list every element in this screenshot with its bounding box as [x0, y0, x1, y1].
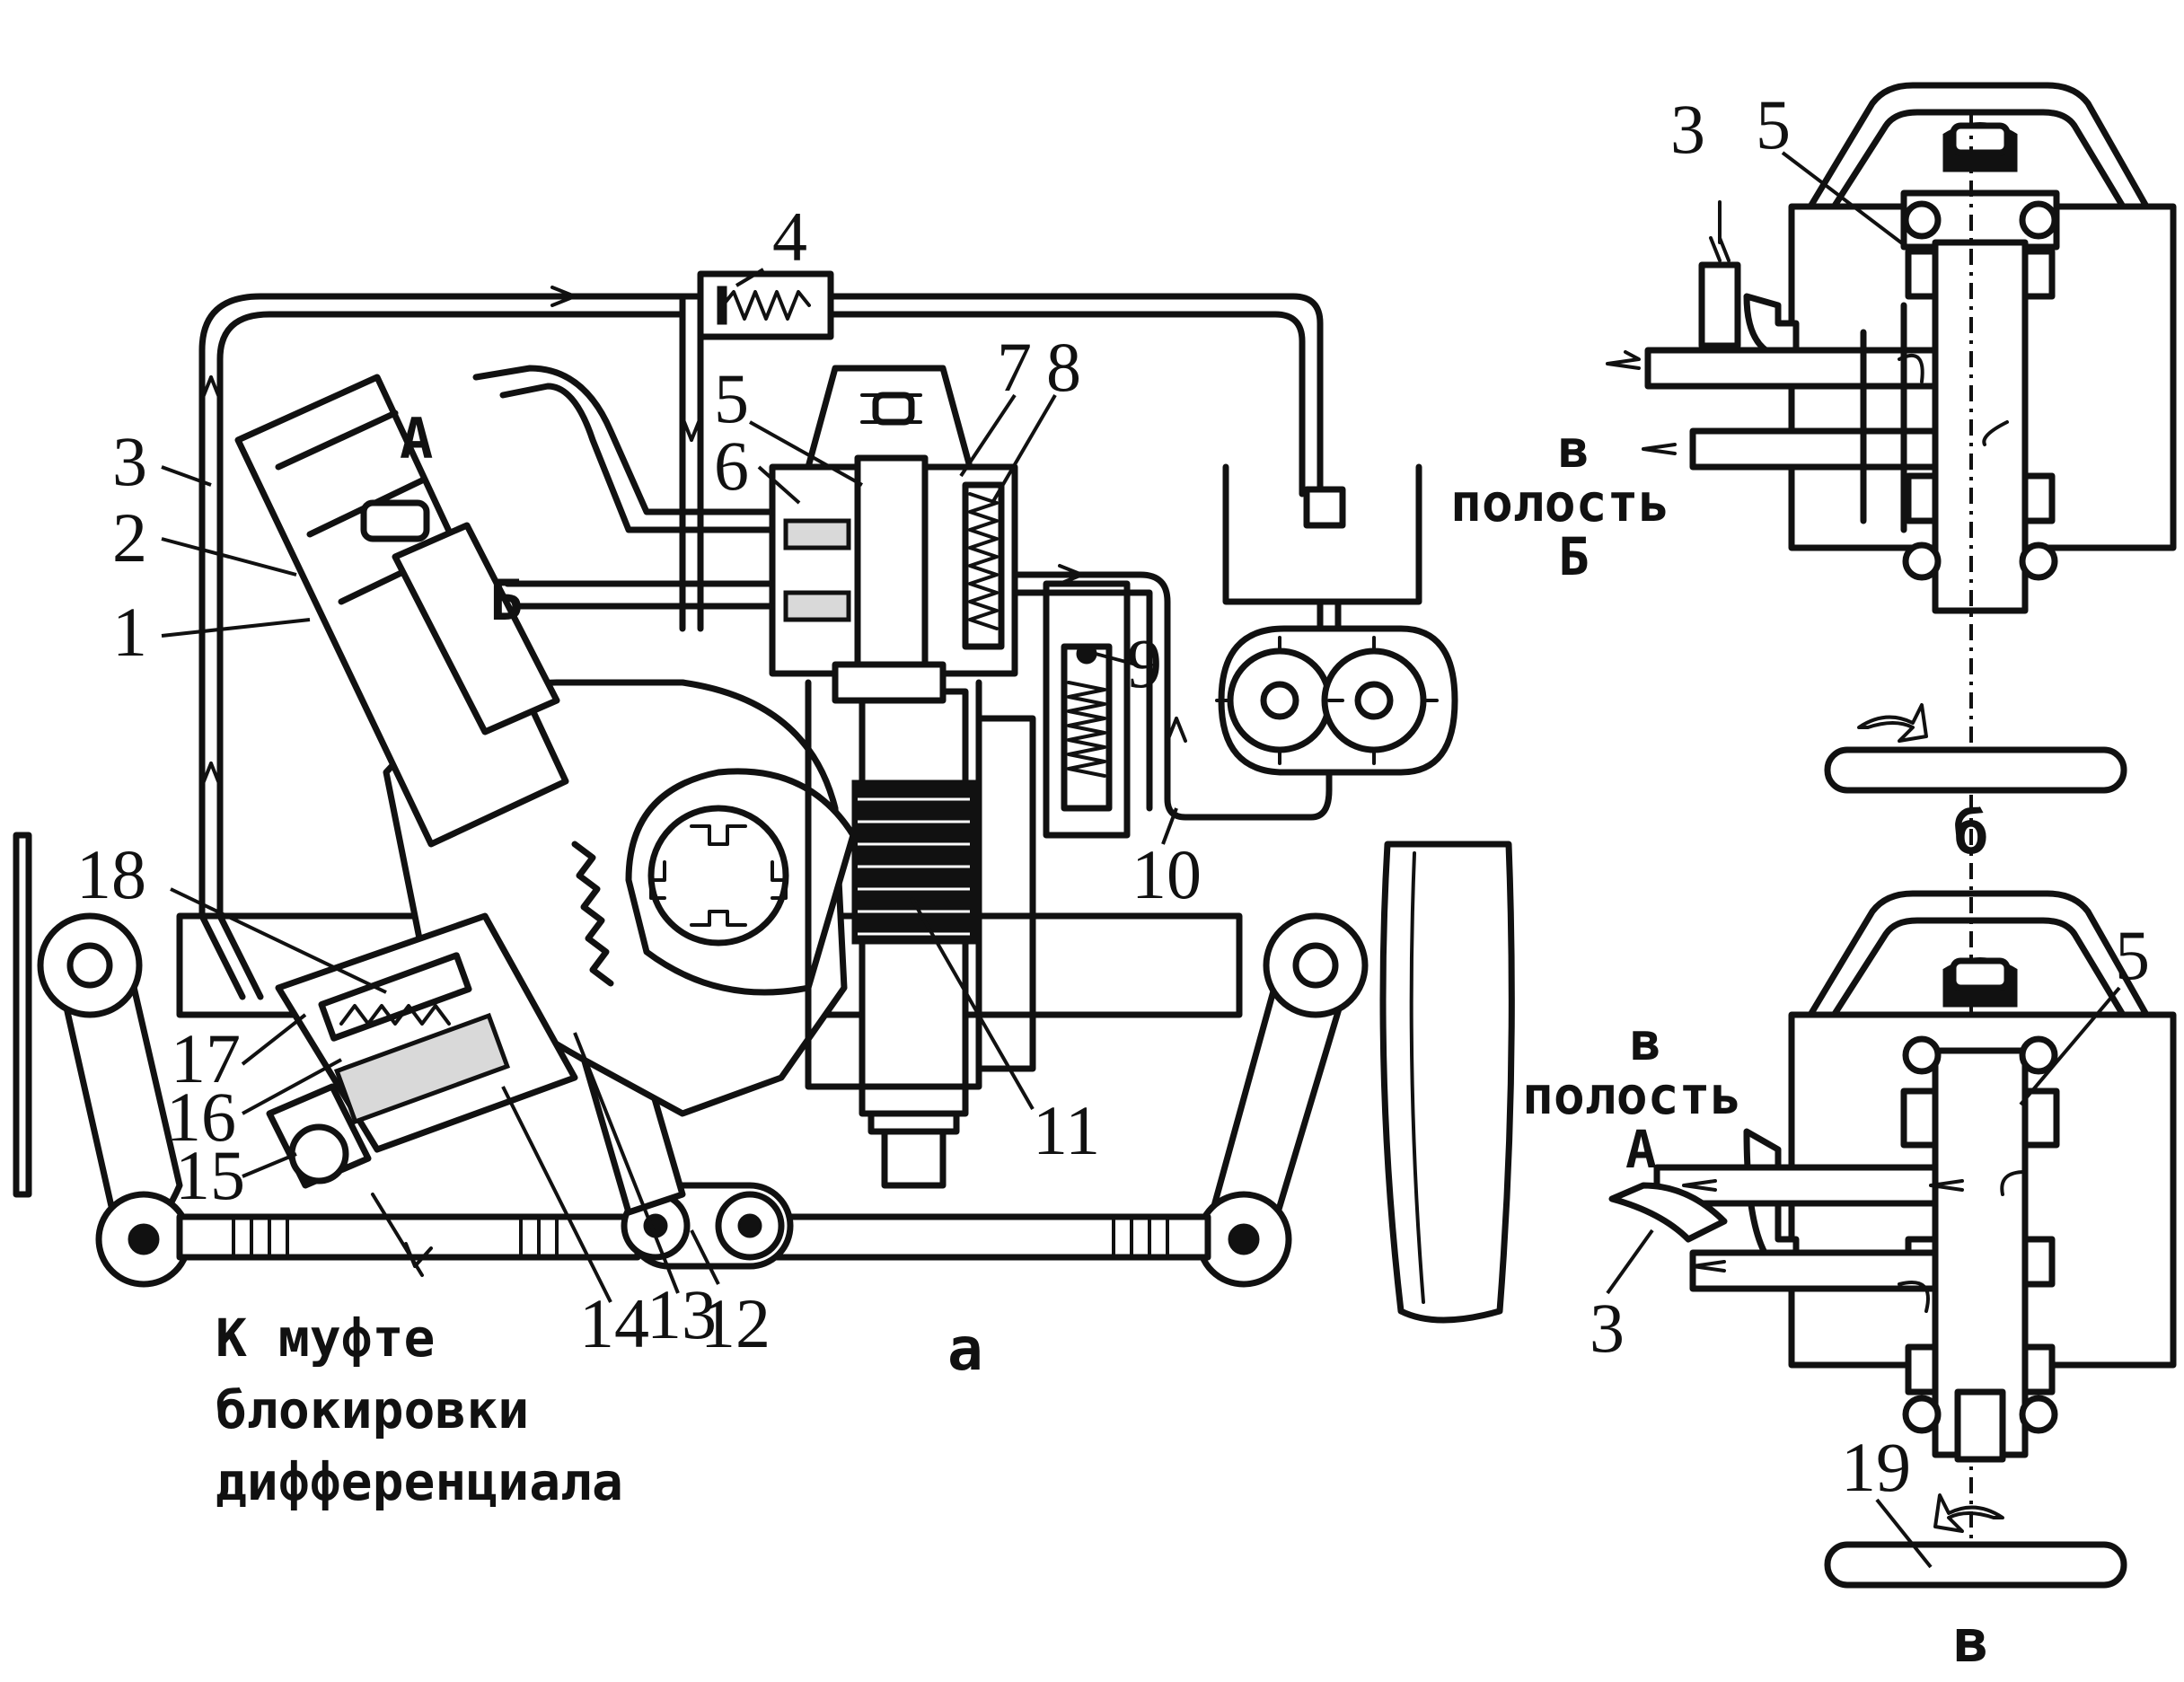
tie-rods — [176, 1213, 1211, 1261]
callout-4: 4 — [772, 198, 807, 276]
worm-shaft — [851, 688, 976, 1189]
callout-11: 11 — [1033, 1091, 1100, 1169]
view-c-callout-5: 5 — [2115, 916, 2150, 994]
callout-12: 12 — [700, 1284, 771, 1362]
view-c: 5 3 19 в полость А в — [1522, 890, 2177, 1676]
view-b-callout-3: 3 — [1670, 90, 1705, 168]
callout-16: 16 — [166, 1078, 236, 1156]
callout-18: 18 — [76, 835, 146, 913]
oil-pump — [1215, 625, 1458, 776]
relief-valve — [1043, 580, 1131, 839]
view-b: 3 5 в полость Б б — [1450, 82, 2177, 1581]
view-b-text-line-1: в — [1558, 418, 1590, 480]
cavity-a-label: А — [400, 406, 433, 471]
main-view: 1 2 3 4 5 6 7 8 9 10 11 12 13 14 15 16 1… — [13, 198, 1515, 1512]
callout-9: 9 — [1127, 624, 1162, 702]
view-b-text-line-3: Б — [1558, 526, 1590, 587]
callout-15: 15 — [175, 1136, 245, 1214]
left-wheel-icon — [13, 832, 32, 1198]
power-cylinder — [234, 374, 569, 848]
callout-leaders — [161, 268, 1178, 1303]
view-c-text-line-2: полость — [1522, 1065, 1741, 1126]
callout-14: 14 — [579, 1284, 649, 1362]
view-b-text-line-2: полость — [1450, 472, 1669, 533]
callout-8: 8 — [1046, 328, 1081, 406]
check-valve — [697, 270, 834, 340]
cavity-b-label: Б — [489, 568, 523, 633]
view-c-text-line-3: А — [1625, 1119, 1657, 1180]
callout-2: 2 — [112, 498, 147, 577]
subfigure-label-b: б — [1953, 798, 1989, 867]
callout-17: 17 — [171, 1019, 241, 1097]
subfigure-label-a: а — [947, 1315, 983, 1384]
callout-13: 13 — [647, 1275, 717, 1353]
callout-1: 1 — [112, 593, 147, 671]
caption-line-3: дифференциала — [216, 1451, 623, 1512]
oil-reservoir — [1222, 463, 1422, 632]
callout-5: 5 — [714, 359, 749, 437]
callout-10: 10 — [1132, 835, 1202, 913]
right-wheel-icon — [1379, 841, 1515, 1324]
view-c-callout-3: 3 — [1590, 1289, 1625, 1367]
distributor-block — [769, 365, 1018, 704]
view-c-callout-19: 19 — [1841, 1428, 1911, 1506]
column-housing — [805, 679, 1036, 1090]
flow-arrows — [200, 286, 1187, 1268]
left-steering-arm — [37, 912, 192, 1288]
callout-7: 7 — [997, 328, 1032, 406]
view-b-callout-5: 5 — [1756, 85, 1791, 163]
sector-gear-icon — [571, 768, 857, 996]
caption-line-2: блокировки — [216, 1379, 529, 1440]
right-steering-arm — [1195, 912, 1369, 1288]
caption-line-1: К муфте — [216, 1308, 435, 1369]
view-c-text-line-1: в — [1630, 1011, 1661, 1072]
callout-numbers: 1 2 3 4 5 6 7 8 9 10 11 12 13 14 15 16 1… — [76, 198, 1202, 1362]
callout-3: 3 — [112, 422, 147, 500]
callout-6: 6 — [714, 427, 749, 505]
oil-lines — [198, 293, 1333, 1277]
subfigure-label-c: в — [1953, 1607, 1989, 1676]
